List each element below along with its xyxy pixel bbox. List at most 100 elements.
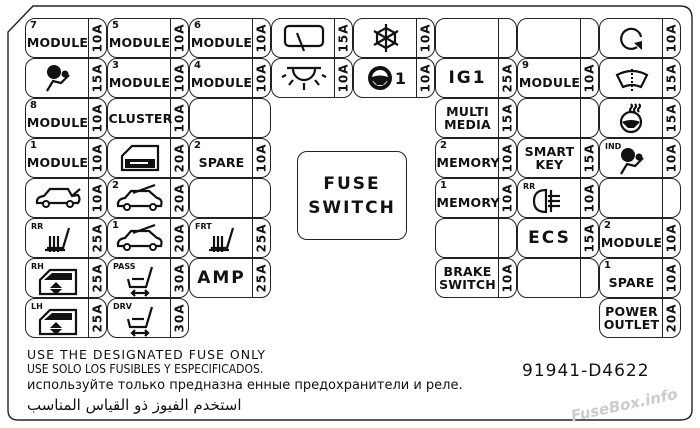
fuse-number: 2	[604, 220, 611, 231]
fuse-label: BRAKE SWITCH	[439, 264, 496, 292]
fuse-rating: 15A	[499, 99, 516, 137]
fuse-number: 1	[604, 260, 611, 271]
fuse-rating: 30A	[171, 259, 188, 297]
trunk-icon	[34, 185, 82, 211]
fuse-rating-text: 15A	[336, 23, 351, 53]
fuse-sublabel: RH	[31, 262, 44, 271]
fuse-rating: 10A	[663, 19, 680, 57]
fuse-rating: 20A	[171, 219, 188, 257]
fuse-label: ECS	[528, 227, 571, 248]
rating-strip	[88, 19, 106, 57]
rating-strip	[170, 259, 188, 297]
fuse-number: 6	[194, 20, 201, 31]
fuse-label: MODULE	[190, 74, 253, 90]
fuse-rating-text: 10A	[418, 23, 433, 53]
fuse-sublabel: LH	[31, 302, 43, 311]
rating-strip	[252, 139, 270, 177]
sunroof-icon	[115, 184, 165, 212]
fuse-rating-text: 10A	[664, 143, 679, 173]
fuse-rating: 10A	[253, 59, 270, 97]
fuse-rating: 20A	[171, 179, 188, 217]
fuse-slot-empty	[189, 178, 271, 218]
rating-strip	[252, 19, 270, 57]
fuse-slot-empty	[189, 98, 271, 138]
fuse-rating: 10A	[253, 19, 270, 57]
fuse-label: MEMORY	[436, 194, 500, 210]
fuse-rating-text: 10A	[90, 143, 105, 173]
fuse-slot-empty	[517, 18, 599, 58]
rating-strip	[170, 299, 188, 337]
seat-heater-icon	[205, 226, 239, 256]
fuse-rating-text: 25A	[254, 223, 269, 253]
fuse-label: MODULE	[108, 74, 171, 90]
fuse-rating: 10A	[417, 19, 434, 57]
rating-strip	[88, 219, 106, 257]
fuse-rating: 25A	[499, 59, 516, 97]
rating-strip	[662, 179, 680, 217]
fuse-rating-text: 10A	[664, 223, 679, 253]
fuse-number: 2	[440, 140, 447, 151]
fuse-sublabel: FRT	[195, 222, 212, 231]
power-seat-icon	[120, 265, 160, 297]
power-seat-icon	[120, 305, 160, 337]
fuse-rating-text: 10A	[254, 63, 269, 93]
rating-strip	[662, 299, 680, 337]
fuse-label: IG1	[448, 67, 487, 88]
fuse-rating-text: 10A	[418, 63, 433, 93]
rating-strip	[498, 219, 516, 257]
fuse-rating: 25A	[253, 259, 270, 297]
fuse-rating: 15A	[663, 99, 680, 137]
airbag-icon	[41, 63, 75, 93]
rating-strip	[170, 99, 188, 137]
fuse-switch-line2: SWITCH	[308, 197, 396, 218]
fuse-rating-text: 30A	[172, 303, 187, 333]
fuse-rating-text: 10A	[582, 183, 597, 213]
fuse-sublabel: RR	[31, 222, 44, 231]
fuse-rating-text: 10A	[582, 63, 597, 93]
rating-strip	[662, 19, 680, 57]
fuse-rating-text: 10A	[90, 103, 105, 133]
fuse-number: 9	[522, 60, 529, 71]
fuse-rating-text: 20A	[664, 303, 679, 333]
fuse-rating: 10A	[663, 139, 680, 177]
fuse-number: 8	[30, 100, 37, 111]
fuse-rating-text: 10A	[500, 183, 515, 213]
fuse-label: SPARE	[608, 274, 655, 290]
sunroof-icon	[115, 224, 165, 252]
warning-english: USE THE DESIGNATED FUSE ONLY	[27, 347, 267, 362]
fuse-number: 4	[194, 60, 201, 71]
fuse-number: 3	[112, 60, 119, 71]
fuse-rating-text: 25A	[254, 263, 269, 293]
fuse-rating-text: 10A	[90, 23, 105, 53]
fuse-sublabel: PASS	[113, 262, 136, 271]
fuse-rating-text: 20A	[172, 223, 187, 253]
rating-strip	[88, 259, 106, 297]
fuse-rating-text: 10A	[254, 23, 269, 53]
fuse-slot: 15A	[271, 18, 353, 58]
fuse-rating-text: 15A	[90, 63, 105, 93]
fuse-number: 2	[194, 140, 201, 151]
fuse-rating: 20A	[663, 299, 680, 337]
fuse-rating: 25A	[89, 259, 106, 297]
rating-strip	[580, 59, 598, 97]
fuse-rating: 10A	[171, 59, 188, 97]
fuse-slot: 30A PASS	[107, 258, 189, 298]
fuse-label: MODULE	[26, 154, 89, 170]
fuse-rating: 25A	[253, 219, 270, 257]
fuse-label: MODULE	[26, 114, 89, 130]
fuse-sublabel: DRV	[113, 302, 132, 311]
fuse-label: SMART KEY	[524, 144, 575, 172]
